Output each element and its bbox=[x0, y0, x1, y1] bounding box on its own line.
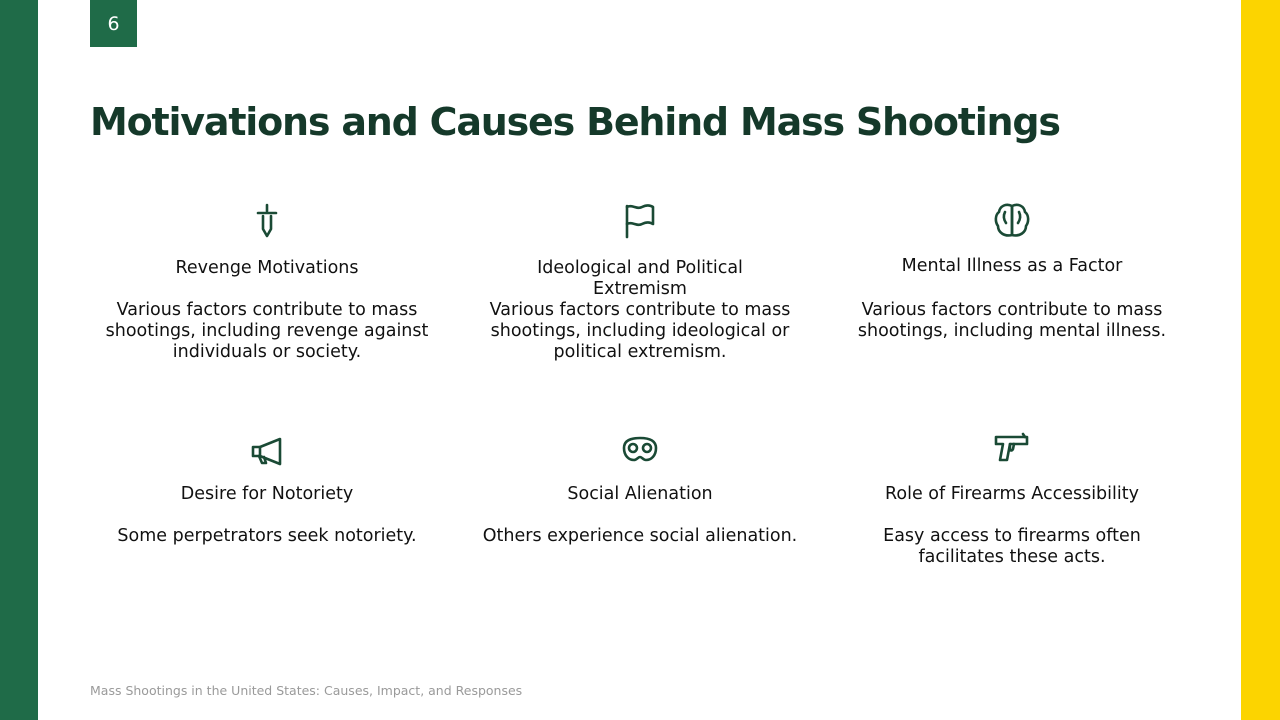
card-description: Others experience social alienation. bbox=[482, 526, 798, 546]
card-title: Desire for Notoriety bbox=[180, 484, 354, 504]
card-title: Mental Illness as a Factor bbox=[901, 256, 1123, 276]
card-description: Various factors contribute to mass shoot… bbox=[857, 300, 1167, 341]
page-number: 6 bbox=[90, 0, 137, 47]
dagger-icon bbox=[247, 200, 287, 240]
card-title: Social Alienation bbox=[567, 484, 713, 504]
card-description: Various factors contribute to mass shoot… bbox=[489, 300, 791, 362]
left-accent-bar bbox=[0, 0, 38, 720]
card-mental-illness: Mental Illness as a Factor Various facto… bbox=[842, 200, 1182, 342]
card-title: Revenge Motivations bbox=[175, 258, 359, 278]
card-description: Various factors contribute to mass shoot… bbox=[105, 300, 429, 362]
right-accent-bar bbox=[1241, 0, 1280, 720]
slide-title: Motivations and Causes Behind Mass Shoot… bbox=[90, 100, 1061, 144]
card-firearms-access: Role of Firearms Accessibility Easy acce… bbox=[842, 430, 1182, 568]
card-social-alienation: Social Alienation Others experience soci… bbox=[470, 430, 810, 547]
card-title: Role of Firearms Accessibility bbox=[885, 484, 1139, 504]
brain-icon bbox=[992, 200, 1032, 240]
flag-icon bbox=[620, 200, 660, 240]
card-revenge: Revenge Motivations Various factors cont… bbox=[97, 200, 437, 363]
card-description: Some perpetrators seek notoriety. bbox=[117, 526, 417, 546]
card-description: Easy access to firearms often facilitate… bbox=[883, 526, 1141, 567]
mask-icon bbox=[620, 430, 660, 470]
card-extremism: Ideological and Political Extremism Vari… bbox=[470, 200, 810, 363]
megaphone-icon bbox=[247, 430, 287, 470]
card-notoriety: Desire for Notoriety Some perpetrators s… bbox=[97, 430, 437, 547]
pistol-icon bbox=[992, 430, 1032, 470]
card-title: Ideological and Political Extremism bbox=[537, 258, 743, 299]
footer-text: Mass Shootings in the United States: Cau… bbox=[90, 683, 523, 698]
